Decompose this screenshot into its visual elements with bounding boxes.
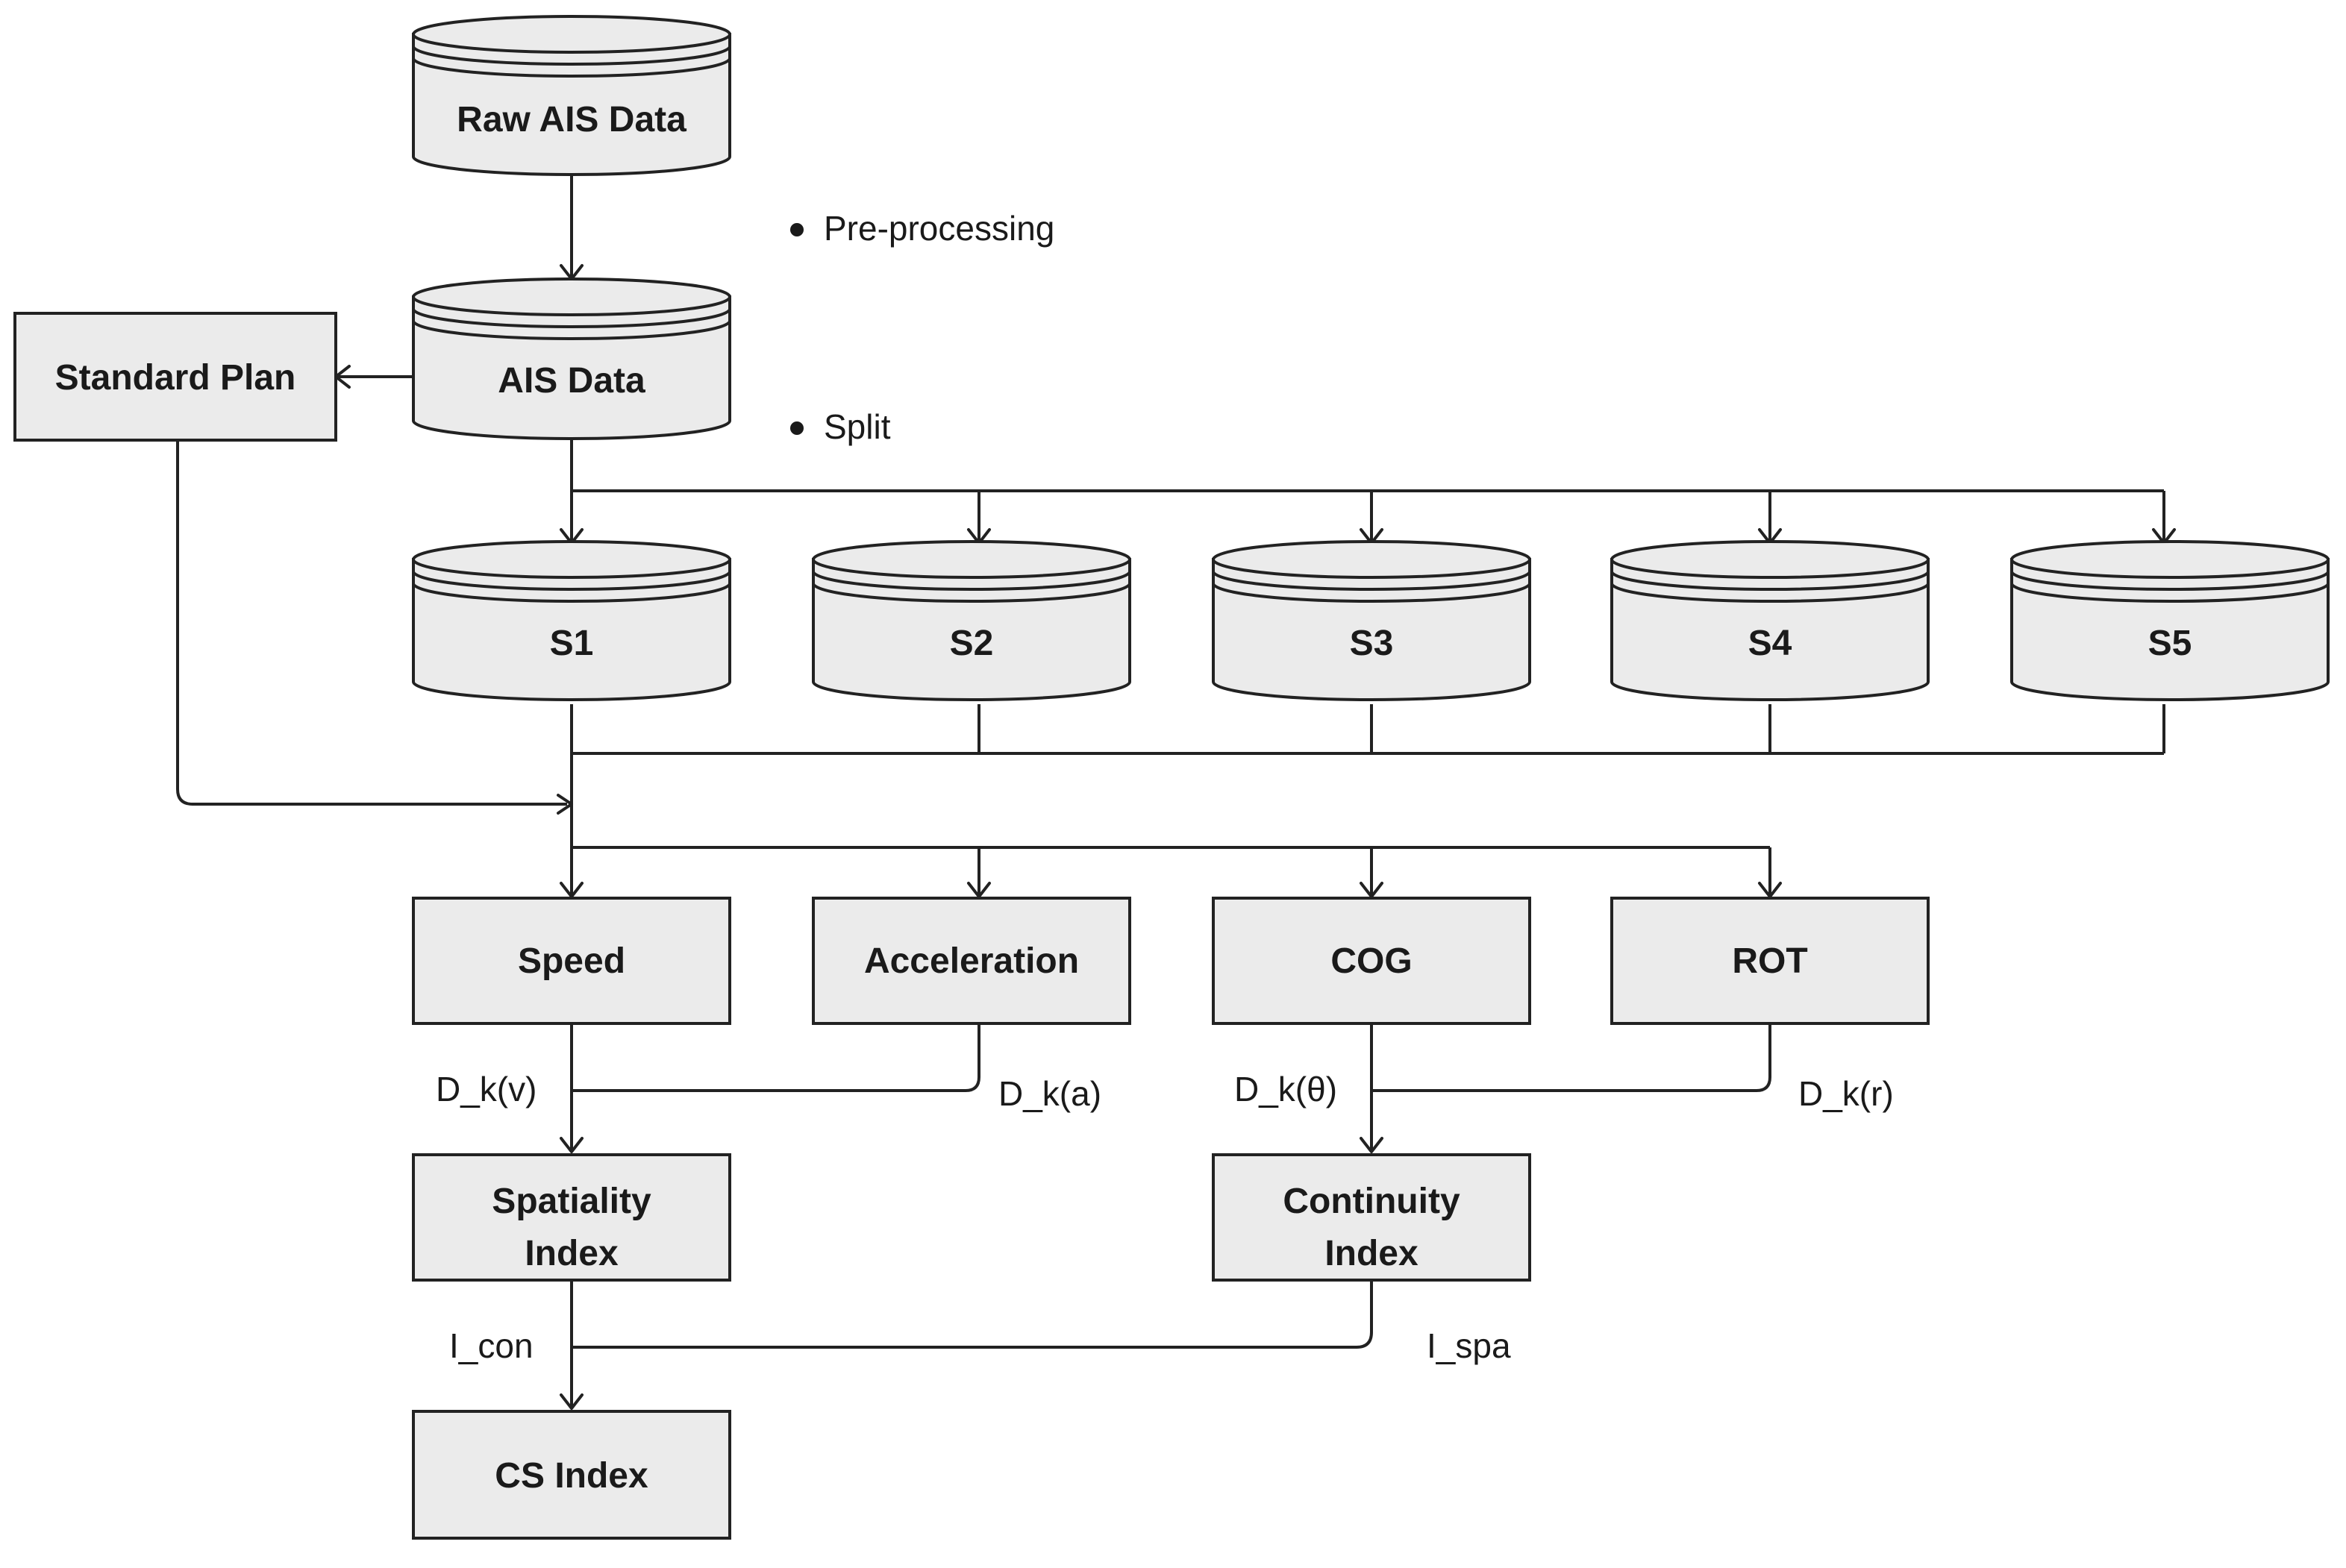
- edge-label-i-spa: I_spa: [1427, 1326, 1511, 1365]
- edge-standard-plan-to-trunk: [176, 442, 567, 806]
- edge-label-i-con: I_con: [449, 1326, 534, 1365]
- node-label-line2: Index: [1324, 1234, 1418, 1273]
- box-cs-index: CS Index: [412, 1410, 731, 1540]
- node-label: S1: [550, 624, 594, 663]
- box-spatiality-index: Spatiality Index: [412, 1153, 731, 1282]
- node-label: Acceleration: [864, 941, 1079, 981]
- arrowhead-icon: [560, 1137, 584, 1153]
- box-rot: ROT: [1610, 897, 1930, 1025]
- box-continuity-index: Continuity Index: [1212, 1153, 1531, 1282]
- box-acceleration: Acceleration: [812, 897, 1131, 1025]
- step-label: Pre-processing: [824, 209, 1054, 248]
- edge-acceleration-join: [572, 1023, 980, 1092]
- node-label: ROT: [1732, 941, 1807, 981]
- edge-label-dk-v: D_k(v): [436, 1070, 537, 1108]
- box-cog: COG: [1212, 897, 1531, 1025]
- node-label: S5: [2148, 624, 2192, 663]
- node-label: S2: [950, 624, 994, 663]
- bullet-icon: [790, 421, 804, 435]
- node-label-line2: Index: [525, 1234, 619, 1273]
- node-label: Speed: [518, 941, 625, 981]
- cylinder-s2: S2: [812, 540, 1131, 701]
- node-label: S3: [1350, 624, 1394, 663]
- step-label: Split: [824, 407, 891, 446]
- edge-label-dk-a: D_k(a): [998, 1074, 1101, 1113]
- bullet-icon: [790, 223, 804, 236]
- cylinder-ais-data: AIS Data: [412, 277, 731, 440]
- arrowhead-icon: [1360, 1137, 1383, 1153]
- arrowhead-icon: [557, 794, 573, 815]
- node-label: AIS Data: [498, 361, 645, 401]
- edge-rot-join: [1371, 1023, 1771, 1092]
- box-speed: Speed: [412, 897, 731, 1025]
- box-standard-plan: Standard Plan: [13, 312, 337, 442]
- node-label-line1: Continuity: [1283, 1182, 1460, 1221]
- node-label: CS Index: [495, 1456, 648, 1496]
- node-label: Raw AIS Data: [457, 100, 686, 139]
- node-label: Standard Plan: [55, 358, 296, 398]
- arrowhead-icon: [560, 1393, 584, 1410]
- cylinder-s4: S4: [1610, 540, 1930, 701]
- cylinder-raw-ais: Raw AIS Data: [412, 15, 731, 176]
- cylinder-s3: S3: [1212, 540, 1531, 701]
- edge-label-dk-r: D_k(r): [1798, 1074, 1894, 1113]
- edge-labels: D_k(v) D_k(a) D_k(θ) D_k(r) I_con I_spa: [436, 1070, 1894, 1365]
- edge-label-dk-theta: D_k(θ): [1234, 1070, 1337, 1108]
- step-preprocessing: Pre-processing: [790, 209, 1054, 248]
- cylinder-s5: S5: [2010, 540, 2330, 701]
- node-label-line1: Spatiality: [492, 1182, 651, 1221]
- cylinder-s1: S1: [412, 540, 731, 701]
- node-label: COG: [1330, 941, 1412, 981]
- node-label: S4: [1748, 624, 1792, 663]
- edge-continuity-join: [572, 1280, 1373, 1349]
- step-split: Split: [790, 407, 891, 446]
